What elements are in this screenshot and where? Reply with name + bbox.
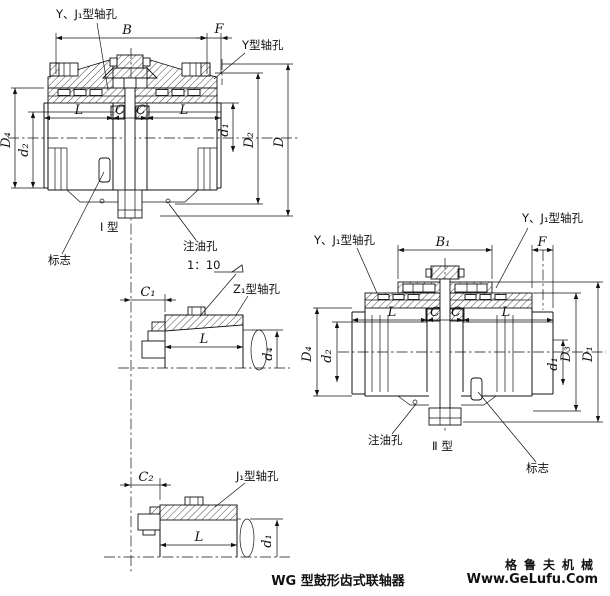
view1-center-bolt	[101, 54, 159, 89]
dim-v2-d1: d₁	[546, 357, 561, 371]
z1-callouts: 1：10 Z₁型轴孔	[187, 258, 280, 317]
callout-v2-oil-hole: 注油孔	[368, 433, 403, 447]
view2-center-bolt	[425, 265, 465, 280]
view1-shaft	[110, 87, 150, 219]
j1-hub-body	[137, 496, 255, 558]
dim-z1-L: L	[199, 332, 209, 347]
dim-D3: D₃	[559, 346, 574, 363]
dim-D: D	[272, 136, 287, 148]
drawing-caption: WG 型鼓形齿式联轴器	[271, 573, 406, 589]
z1-dimensions: C₁ L d₄	[120, 285, 283, 368]
view2-dimensions: B₁ F L C C L D₄ d₂	[300, 235, 603, 423]
dim-L-left: L	[74, 103, 84, 118]
dim-D2: D₂	[242, 132, 257, 149]
callout-j1-bore: J₁型轴孔	[235, 469, 279, 483]
callout-v2-yj1-left: Y、J₁型轴孔	[313, 233, 376, 247]
dim-B: B	[121, 23, 132, 38]
view1-oil-hole	[165, 198, 171, 204]
taper-flag-icon	[230, 264, 244, 273]
dim-v2-C-left: C	[430, 305, 440, 320]
watermark: 格鲁夫机械 Www.GeLufu.Com	[467, 557, 600, 587]
view2-mark-plate	[470, 377, 483, 401]
dim-C-left: C	[115, 103, 125, 118]
dim-C1: C₁	[140, 285, 155, 300]
callout-z1-bore: Z₁型轴孔	[233, 282, 280, 296]
callout-v2-yj1-right: Y、J₁型轴孔	[521, 211, 584, 225]
view1-coupling-type1: B F L C C L D₄ d₂	[0, 7, 293, 267]
dim-C-right: C	[136, 103, 146, 118]
view1-right-bolt	[181, 62, 211, 77]
view1-external-lower	[47, 103, 218, 203]
j1-dimensions: C₂ L d₁	[120, 470, 283, 557]
callout-y-bore: Y型轴孔	[241, 38, 284, 52]
dim-D4: D₄	[0, 132, 14, 149]
watermark-brand: 格鲁夫机械	[505, 557, 600, 572]
taper-ratio-label: 1：10	[187, 258, 220, 272]
z1-hub-body	[141, 306, 268, 371]
dim-v2-L-left: L	[387, 305, 397, 320]
global-centerlines	[8, 48, 606, 572]
dim-L-right: L	[179, 103, 189, 118]
dim-d1: d₁	[217, 123, 232, 137]
dim-B1: B₁	[435, 235, 451, 250]
dim-v2-C-right: C	[451, 305, 461, 320]
dim-C2: C₂	[138, 470, 153, 485]
dim-v2-L-right: L	[501, 305, 511, 320]
view2-hubs	[351, 308, 554, 406]
callout-yj1-bore: Y、J₁型轴孔	[55, 7, 118, 21]
callout-oil-hole: 注油孔	[183, 239, 218, 253]
view-z1-hub: C₁ L d₄ 1：10 Z₁型轴孔	[120, 258, 283, 371]
view2-coupling-type2: B₁ F L C C L D₄ d₂	[300, 211, 603, 475]
view2-type-label: Ⅱ 型	[432, 439, 453, 453]
dim-j1-L: L	[194, 530, 204, 545]
view2-callouts: Y、J₁型轴孔 Y、J₁型轴孔 注油孔 标志 Ⅱ 型	[313, 211, 584, 475]
view1-oil-hole-left	[99, 198, 105, 204]
callout-mark: 标志	[48, 253, 71, 267]
view-j1-hub: C₂ L d₁ J₁型轴孔	[120, 469, 283, 558]
view1-type-label: Ⅰ 型	[100, 220, 119, 234]
dim-v2-D4: D₄	[300, 346, 315, 363]
view2-oil-hole	[412, 399, 418, 405]
dim-d4: d₄	[261, 347, 276, 361]
dim-v2-F: F	[536, 235, 547, 250]
dim-F: F	[213, 22, 224, 37]
view1-dimensions: B F L C C L D₄ d₂	[0, 22, 293, 217]
dim-j1-d1: d₁	[260, 534, 275, 548]
dim-D1: D₁	[581, 346, 596, 363]
view1-callouts: Y、J₁型轴孔 Y型轴孔 标志 注油孔 Ⅰ 型	[48, 7, 284, 267]
dim-v2-d2: d₂	[320, 349, 335, 363]
j1-callouts: J₁型轴孔	[214, 469, 279, 508]
watermark-url: Www.GeLufu.Com	[467, 572, 598, 587]
view1-left-bolt	[49, 62, 79, 77]
callout-v2-mark: 标志	[526, 461, 549, 475]
dim-d2: d₂	[17, 143, 32, 157]
